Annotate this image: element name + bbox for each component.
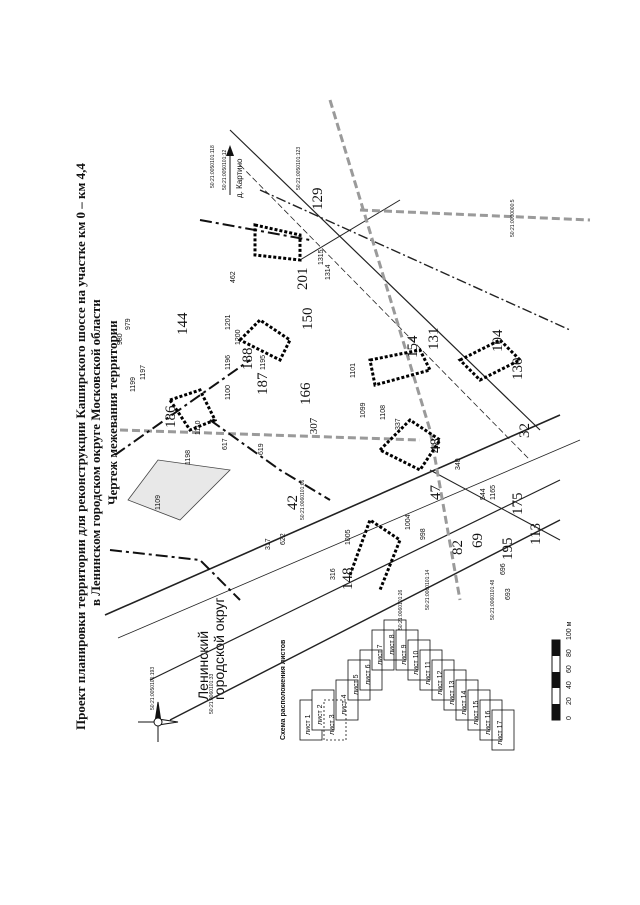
sheet-label: лист 10 — [413, 650, 420, 675]
sheet-label: лист 16 — [485, 710, 492, 735]
sheet-label: лист 8 — [389, 634, 396, 655]
parcel-number: 1109 — [155, 494, 162, 510]
zone-number: 166 — [298, 382, 314, 406]
zone-number: 82 — [450, 540, 466, 555]
sheet-label: лист 3 — [329, 714, 336, 735]
parcel-number: 1200 — [235, 329, 242, 345]
parcel-number: 1197 — [140, 364, 147, 380]
parcel-number: 340 — [455, 458, 462, 470]
zone-number: 150 — [300, 307, 316, 331]
zone-number: 188 — [240, 347, 256, 371]
sheet-layout-scheme — [299, 619, 515, 751]
parcel-number: 1100 — [225, 384, 232, 400]
sheet-label: лист 4 — [341, 694, 348, 715]
cadastral-label: 50:21:0060101:14 — [425, 569, 431, 610]
cadastral-label: 50:21:0050101:12 — [222, 149, 228, 190]
cadastral-label: 50:21:0060101:26 — [398, 589, 404, 630]
cadastral-label: 50:21:0060101:48 — [490, 579, 496, 620]
zone-number: 32 — [517, 423, 533, 438]
sheet-label: лист 11 — [425, 661, 432, 685]
parcel-number: 1201 — [225, 314, 232, 330]
zone-number: 201 — [295, 267, 311, 291]
parcel-number: 622 — [280, 533, 287, 545]
parcel-number: 1315 — [318, 249, 325, 265]
parcel-number: 1101 — [350, 362, 357, 378]
cadastral-label: 50:21:0050101:123 — [296, 146, 302, 190]
sheet-label: лист 17 — [497, 720, 504, 745]
zone-number: 131 — [426, 327, 442, 351]
cadastral-label: 50:21:0000000:5 — [510, 199, 516, 237]
parcel-number: 316 — [330, 568, 337, 580]
road-corridor — [104, 129, 581, 721]
scale-tick-40: 40 — [566, 681, 573, 689]
zone-number: 47 — [428, 485, 444, 500]
zone-number: 144 — [175, 312, 191, 336]
parcel-number: 696 — [500, 563, 507, 575]
parcel-number: 619 — [258, 443, 265, 455]
parcel-number: 1099 — [360, 402, 367, 418]
parcel-number: 1004 — [405, 514, 412, 530]
zone-number: 186 — [163, 405, 179, 429]
sheet-label: лист 6 — [365, 664, 372, 685]
zone-number: 154 — [405, 335, 421, 359]
scale-tick-0: 0 — [566, 716, 573, 720]
hatched-area — [127, 459, 231, 521]
cadastral-label: 50:21:0060101:66 — [300, 479, 306, 520]
zone-number: 187 — [255, 372, 271, 396]
zone-number: 129 — [310, 187, 326, 211]
sheet-label: лист 14 — [461, 690, 468, 715]
parcel-number: 1196 — [225, 354, 232, 370]
zone-number: 113 — [528, 523, 544, 545]
parcel-number: 980 — [117, 333, 124, 345]
zone-number: 48 — [428, 438, 444, 453]
direction-arrow-icon — [226, 145, 234, 195]
sheet-label: лист 2 — [317, 704, 324, 725]
parcel-number: 544 — [480, 488, 487, 500]
sheet-label: лист 5 — [353, 674, 360, 695]
parcel-number: 1165 — [490, 484, 497, 500]
parcel-number: 317 — [265, 538, 272, 550]
sheet-label: лист 15 — [473, 700, 480, 725]
parcel-outlines — [167, 223, 523, 591]
parcel-number: 337 — [395, 418, 402, 430]
parcel-number: 979 — [125, 318, 132, 330]
compass-icon — [138, 701, 179, 742]
scale-tick-60: 60 — [566, 665, 573, 673]
zone-number: 69 — [470, 533, 486, 548]
zone-number: 130 — [510, 357, 526, 381]
boundary-lines — [119, 99, 591, 601]
parcel-number: 1005 — [345, 529, 352, 545]
parcel-number: 462 — [230, 271, 237, 283]
scale-bar — [551, 639, 561, 721]
parcel-number: 1198 — [185, 449, 192, 465]
parcel-number: 693 — [505, 588, 512, 600]
sheet-label: лист 13 — [449, 680, 456, 705]
scale-tick-80: 80 — [566, 649, 573, 657]
cadastral-label: 50:21:0050101:193 — [150, 666, 156, 710]
cadastral-label: 50:21:0050101:118 — [210, 145, 216, 188]
zone-number: 175 — [510, 492, 526, 516]
sheet-label: лист 1 — [305, 714, 312, 735]
sheet-label: лист 9 — [401, 644, 408, 665]
sheet-label: лист 7 — [377, 644, 384, 665]
parcel-number: 1199 — [130, 376, 137, 392]
scale-tick-20: 20 — [566, 697, 573, 705]
parcel-number: 617 — [222, 438, 229, 450]
zone-number: 104 — [490, 329, 506, 353]
parcel-number: 1314 — [325, 264, 332, 280]
sheet-label: лист 12 — [437, 670, 444, 695]
parcel-number: 1110 — [195, 420, 202, 435]
parcel-number: 1195 — [260, 354, 267, 370]
zone-number: 195 — [500, 537, 516, 561]
cadastral-label: 50:21:0060101:33 — [209, 673, 215, 714]
zone-number: 148 — [340, 567, 356, 591]
parcel-number: 998 — [420, 528, 427, 540]
scale-tick-100: 100 м — [566, 621, 573, 640]
parcel-number: 1108 — [380, 404, 387, 420]
